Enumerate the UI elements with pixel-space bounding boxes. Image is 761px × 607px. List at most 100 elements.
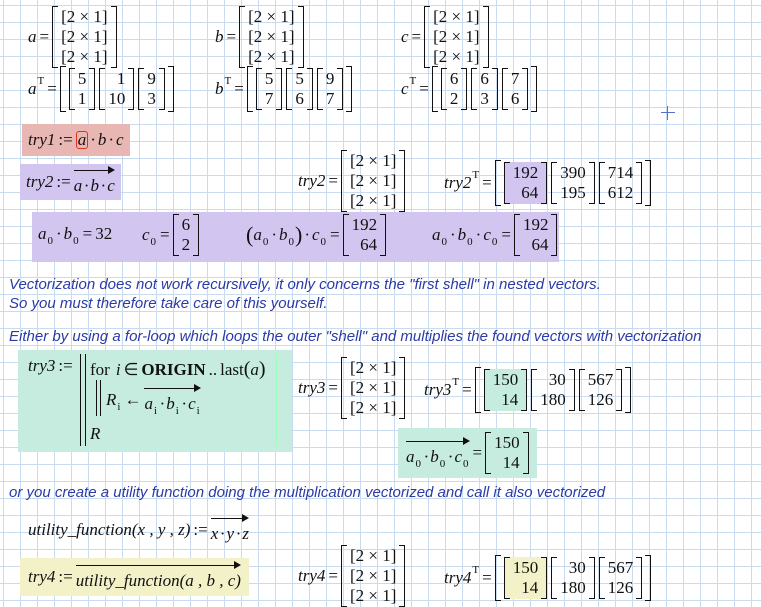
try4T-1-0: 30 (568, 558, 586, 577)
try3-eval: try3= [2 × 1] [2 × 1] [2 × 1] (298, 357, 406, 419)
bT-0-0: 5 (264, 69, 274, 88)
bi: b (166, 394, 175, 413)
var-b-t: b (215, 79, 224, 98)
aT-0-0: 5 (77, 69, 87, 88)
try3T-label: try3 (424, 380, 452, 399)
body-z: z (242, 524, 249, 543)
try3T-2-1: 126 (587, 390, 614, 409)
c0-vector: 6 2 (172, 214, 200, 256)
try4-eval-label: try4 (298, 566, 326, 585)
utility-args: (x , y , z) (131, 520, 191, 539)
row3-highlight (32, 212, 559, 262)
r-b0: b (430, 447, 439, 466)
try4T-1-1: 180 (560, 578, 586, 597)
try2-elem-3: [2 × 1] (349, 191, 397, 210)
try4-definition[interactable]: try4 := utility_function (a , b , c) (20, 558, 249, 596)
assign-operator: := (193, 520, 208, 539)
c-vector: [2 × 1] [2 × 1] [2 × 1] (424, 6, 489, 68)
note-line-3: Either by using a for-loop which loops t… (9, 328, 702, 345)
aT-1-1: 10 (108, 89, 126, 108)
transpose-mark: T (409, 75, 417, 87)
crosshair-cursor-icon (661, 106, 675, 120)
b-elem-3: [2 × 1] (248, 47, 295, 66)
utility-function-definition[interactable]: utility_function (x , y , z) := x· y· z (28, 514, 250, 544)
note-line-2: So you must therefore take care of this … (9, 295, 328, 312)
bT-0-1: 7 (264, 89, 274, 108)
aT-0-1: 1 (77, 89, 87, 108)
program-right-bar (276, 354, 279, 446)
c0-1: 2 (181, 235, 191, 254)
q-c0: c (483, 225, 491, 244)
vectorize-xyz: x· y· z (210, 514, 250, 544)
transpose-mark: T (472, 564, 480, 576)
abc2-0: 192 (522, 215, 549, 234)
abc-1: 64 (360, 235, 378, 254)
try1-label: try1 (28, 130, 56, 149)
ci-sub: i (196, 405, 200, 417)
try1-definition[interactable]: try1 := a ·b ·c (22, 124, 130, 156)
try4-eval: try4= [2 × 1] [2 × 1] [2 × 1] (298, 545, 406, 607)
try4T-0-0: 150 (512, 558, 539, 577)
return-R: R (90, 424, 101, 443)
abc-0: 192 (351, 215, 378, 234)
try3T-1-0: 30 (548, 370, 566, 389)
try3-program-bar (80, 354, 86, 446)
try2-elem-2: [2 × 1] (349, 171, 397, 190)
p-c0: c (312, 225, 320, 244)
r-c0: c (454, 447, 463, 466)
vectorize-utility-call: utility_function (a , b , c) (75, 561, 242, 591)
a-vector: [2 × 1] [2 × 1] [2 × 1] (52, 6, 117, 68)
R-sub-i: i (117, 401, 121, 413)
var-a: a (28, 27, 37, 46)
try2-eval: try2= [2 × 1] [2 × 1] [2 × 1] (298, 150, 406, 212)
loop-var-i: i (115, 359, 121, 379)
try2T-0-1: 64 (521, 183, 539, 202)
try2T-label: try2 (444, 173, 472, 192)
vectorize-abc: a·b·c (73, 166, 115, 196)
q-a0: a (432, 225, 441, 244)
a-elem-2: [2 × 1] (61, 27, 108, 46)
cT-0-0: 6 (449, 69, 459, 88)
note-line-4: or you create a utility function doing t… (9, 484, 606, 501)
try3T-1-1: 180 (540, 390, 566, 409)
assign-operator: := (58, 356, 73, 375)
try2-eval-label: try2 (298, 171, 326, 190)
try2-definition[interactable]: try2 := a·b·c (20, 164, 121, 200)
try3-abc0-vector: 150 14 (485, 432, 529, 474)
try3-program[interactable]: try3 := (28, 356, 76, 376)
try2T-1-1: 195 (560, 183, 586, 202)
note-line-1: Vectorization does not work recursively,… (9, 276, 601, 293)
ab-value: 32 (95, 224, 113, 243)
bT-1-0: 5 (295, 69, 304, 88)
cT-2-0: 7 (510, 69, 520, 88)
try3-vector: [2 × 1] [2 × 1] [2 × 1] (340, 357, 406, 419)
try3T-0-0: 150 (492, 370, 519, 389)
try2-label: try2 (26, 172, 54, 191)
try2-vector: [2 × 1] [2 × 1] [2 × 1] (340, 150, 406, 212)
cT-2-1: 6 (510, 89, 520, 108)
abc0-0: 150 (494, 433, 520, 452)
a-elem-3: [2 × 1] (61, 47, 108, 66)
try3-program-region[interactable] (18, 350, 292, 452)
try4T-0-1: 14 (521, 578, 539, 597)
var-c-t: c (401, 79, 409, 98)
try3T-2-0: 567 (587, 370, 614, 389)
try4-call-fname: utility_function (75, 571, 180, 590)
aT-2-0: 9 (147, 69, 156, 88)
try4-label: try4 (28, 567, 56, 586)
v-b: b (90, 176, 99, 195)
cT-0-1: 2 (449, 89, 459, 108)
edit-cursor-a[interactable]: a (75, 130, 89, 149)
for-loop-bar (96, 380, 101, 416)
